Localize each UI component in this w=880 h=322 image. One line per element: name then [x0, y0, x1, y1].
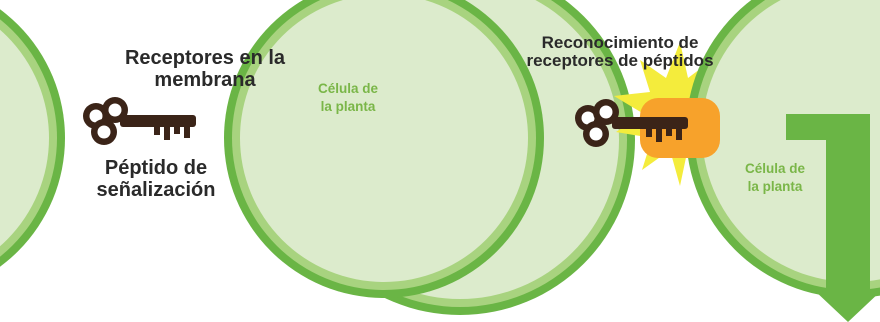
peptide-label: Péptido de señalización — [96, 157, 216, 201]
cell-label-left: Célula de la planta — [317, 81, 379, 114]
left-partial-cell — [0, 9, 65, 267]
arrow-down-icon — [786, 114, 880, 322]
key-icon-bound — [575, 99, 688, 147]
cell-label-right: Célula de la planta — [744, 161, 806, 194]
key-icon — [83, 97, 196, 145]
recognition-label: Reconocimiento de receptores de péptidos — [526, 33, 714, 71]
right-partial-cell — [224, 0, 544, 298]
receptors-label: Receptores en la membrana — [124, 47, 286, 91]
